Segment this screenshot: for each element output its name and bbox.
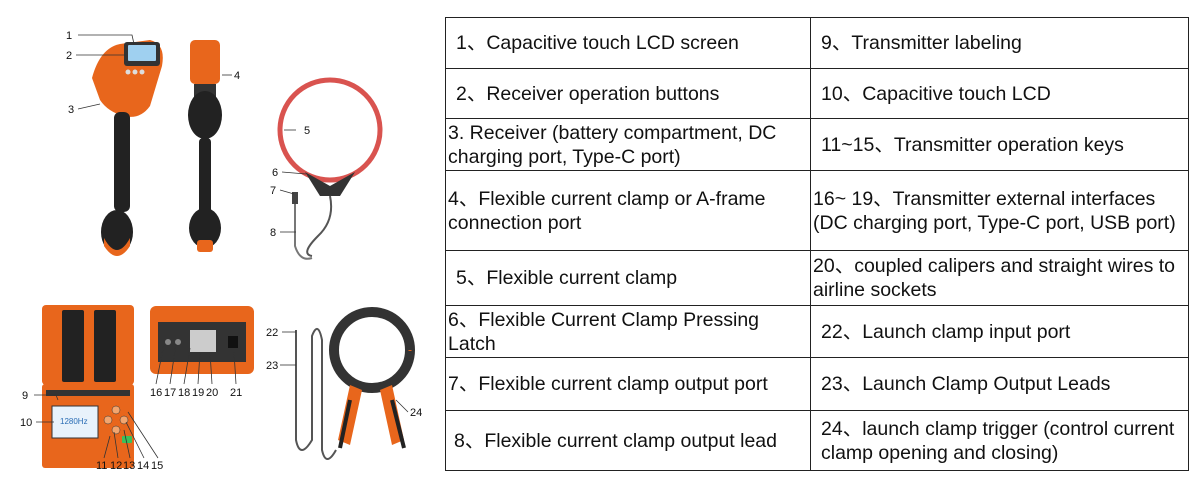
callout-10: 10 bbox=[20, 417, 32, 429]
table-row: 3. Receiver (battery compartment, DC cha… bbox=[445, 118, 1189, 171]
receiver-side-view bbox=[188, 40, 222, 252]
transmitter-top-view: 1280Hz bbox=[42, 305, 134, 468]
table-cell: 24、launch clamp trigger (control current… bbox=[810, 410, 1189, 471]
callout-22: 22 bbox=[266, 327, 278, 339]
table-cell: 10、Capacitive touch LCD bbox=[810, 68, 1189, 119]
product-illustration: 1280Hz bbox=[20, 30, 422, 472]
callout-2: 2 bbox=[66, 50, 72, 62]
callout-5: 5 bbox=[304, 125, 310, 137]
table-cell: 1、Capacitive touch LCD screen bbox=[445, 17, 811, 69]
callout-lines bbox=[34, 34, 409, 459]
callout-12: 12 bbox=[110, 460, 122, 472]
table-cell: 23、Launch Clamp Output Leads bbox=[810, 357, 1189, 411]
table-cell: 6、Flexible Current Clamp Pressing Latch bbox=[445, 305, 811, 358]
launch-clamp bbox=[295, 307, 415, 460]
table-cell: 16~ 19、Transmitter external interfaces (… bbox=[810, 170, 1189, 251]
callout-14: 14 bbox=[137, 460, 149, 472]
table-row: 6、Flexible Current Clamp Pressing Latch … bbox=[445, 305, 1189, 358]
table-row: 5、Flexible current clamp 20、coupled cali… bbox=[445, 250, 1189, 306]
table-cell: 11~15、Transmitter operation keys bbox=[810, 118, 1189, 171]
table-cell: 7、Flexible current clamp output port bbox=[445, 357, 811, 411]
callout-7: 7 bbox=[270, 185, 276, 197]
flexible-current-clamp bbox=[277, 77, 383, 260]
callout-18: 18 bbox=[178, 387, 190, 399]
table-cell: 2、Receiver operation buttons bbox=[445, 68, 811, 119]
callout-9: 9 bbox=[22, 390, 28, 402]
component-legend-table: 1、Capacitive touch LCD screen 9、Transmit… bbox=[445, 17, 1189, 471]
transmitter-interface-panel bbox=[150, 306, 254, 374]
callout-8: 8 bbox=[270, 227, 276, 239]
table-row: 1、Capacitive touch LCD screen 9、Transmit… bbox=[445, 17, 1189, 69]
receiver-lcd-screen bbox=[128, 45, 156, 61]
callout-6: 6 bbox=[272, 167, 278, 179]
callout-23: 23 bbox=[266, 360, 278, 372]
callout-16: 16 bbox=[150, 387, 162, 399]
callout-24: 24 bbox=[410, 407, 422, 419]
callout-labels: 1 2 3 4 5 6 7 8 9 10 11 12 13 14 15 16 1… bbox=[20, 30, 422, 472]
transmitter-lcd-readout: 1280Hz bbox=[60, 417, 88, 426]
callout-3: 3 bbox=[68, 104, 74, 116]
table-cell: 22、Launch clamp input port bbox=[810, 305, 1189, 358]
table-cell: 4、Flexible current clamp or A-frame conn… bbox=[445, 170, 811, 251]
callout-20: 20 bbox=[206, 387, 218, 399]
callout-21: 21 bbox=[230, 387, 242, 399]
table-row: 8、Flexible current clamp output lead 24、… bbox=[445, 410, 1189, 471]
callout-1: 1 bbox=[66, 30, 72, 42]
table-cell: 20、coupled calipers and straight wires t… bbox=[810, 250, 1189, 306]
table-cell: 8、Flexible current clamp output lead bbox=[445, 410, 811, 471]
callout-15: 15 bbox=[151, 460, 163, 472]
callout-11: 11 bbox=[96, 460, 107, 472]
callout-19: 19 bbox=[192, 387, 204, 399]
table-row: 7、Flexible current clamp output port 23、… bbox=[445, 357, 1189, 411]
callout-13: 13 bbox=[123, 460, 135, 472]
callout-17: 17 bbox=[164, 387, 176, 399]
table-cell: 3. Receiver (battery compartment, DC cha… bbox=[445, 118, 811, 171]
callout-4: 4 bbox=[234, 70, 240, 82]
table-cell: 9、Transmitter labeling bbox=[810, 17, 1189, 69]
table-row: 2、Receiver operation buttons 10、Capaciti… bbox=[445, 68, 1189, 119]
table-row: 4、Flexible current clamp or A-frame conn… bbox=[445, 170, 1189, 251]
table-cell: 5、Flexible current clamp bbox=[445, 250, 811, 306]
receiver-front-view bbox=[92, 40, 163, 256]
